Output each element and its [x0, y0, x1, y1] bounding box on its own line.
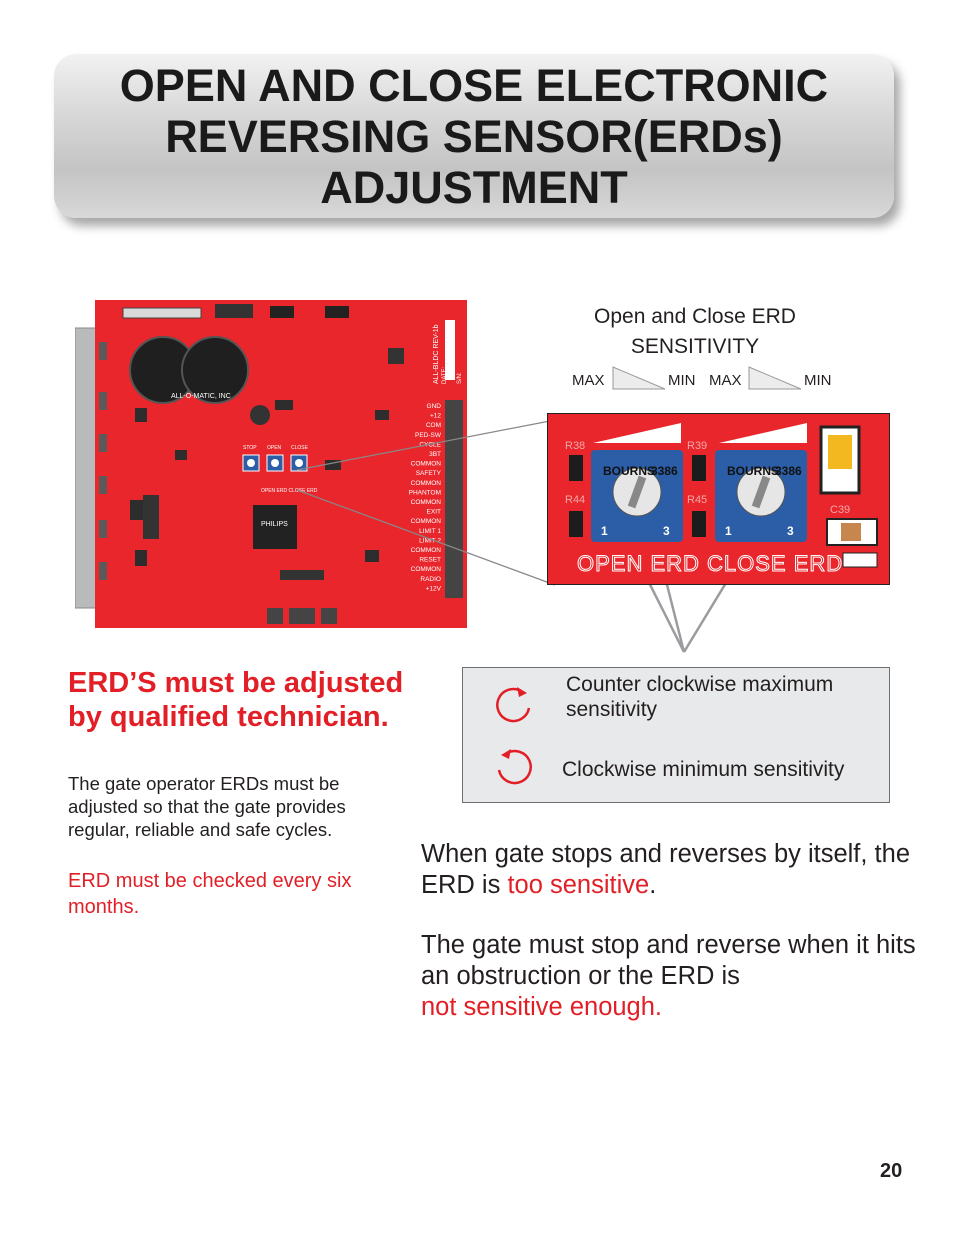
sensitivity-caption-line1: Open and Close ERD — [594, 305, 796, 328]
sensitivity-caption-line2: SENSITIVITY — [630, 335, 760, 358]
board-terminal-label: GND — [427, 403, 442, 410]
pot-brand-left: BOURNS — [603, 464, 655, 478]
board-chip-label: PHILIPS — [261, 521, 288, 528]
too-sensitive-emphasis: too sensitive — [507, 871, 650, 899]
board-terminal-label: COM — [426, 422, 441, 429]
pot-pin1-right: 1 — [725, 524, 732, 538]
qualified-technician-warning: ERD’S must be adjusted by qualified tech… — [68, 667, 404, 733]
board-terminal-label: RESET — [419, 557, 441, 564]
erd-adjustment-description: The gate operator ERDs must be adjusted … — [68, 773, 346, 840]
label-r45: R45 — [687, 494, 707, 506]
scale-min-right: MIN — [804, 372, 832, 389]
pot-pin3-left: 3 — [663, 524, 670, 538]
board-terminal-label: COMMON — [411, 518, 442, 525]
not-sensitive-emphasis: not sensitive enough. — [421, 993, 663, 1021]
board-terminal-label: CYCLE — [419, 441, 441, 448]
label-r39: R39 — [687, 440, 707, 452]
board-terminal-label: EXIT — [427, 509, 441, 516]
clockwise-legend-text: Clockwise minimum sensitivity — [562, 758, 845, 781]
scale-max-right: MAX — [709, 372, 742, 389]
not-sensitive-paragraph: The gate must stop and reverse when it h… — [421, 930, 916, 1023]
control-board-illustration: ALL-O-MATIC, INC ALL-BLDC REV-1b DATE: S… — [75, 300, 467, 628]
board-terminal-label: COMMON — [411, 566, 442, 573]
board-pot-label-open: OPEN — [267, 445, 282, 451]
board-terminal-label: COMMON — [411, 461, 442, 468]
board-terminal-label: 3BT — [429, 451, 441, 458]
pot-pin1-left: 1 — [601, 524, 608, 538]
title-banner: OPEN AND CLOSE ELECTRONIC REVERSING SENS… — [54, 54, 894, 218]
board-terminal-label: +12V — [426, 585, 442, 592]
too-sensitive-period: . — [649, 871, 657, 899]
counter-clockwise-arrow-icon — [496, 687, 531, 723]
page-title: OPEN AND CLOSE ELECTRONIC REVERSING SENS… — [119, 59, 829, 213]
sensitivity-wedge-right — [748, 366, 802, 390]
rotation-legend: Counter clockwise maximum sensitivity Cl… — [462, 667, 890, 803]
board-sn-label: S/N: — [457, 372, 463, 384]
scale-min-left: MIN — [668, 372, 696, 389]
board-terminal-label: RADIO — [420, 576, 441, 583]
too-sensitive-paragraph: When gate stops and reverses by itself, … — [421, 839, 921, 901]
label-r38: R38 — [565, 440, 585, 452]
pot-model-right: 3386 — [775, 464, 802, 478]
board-pot-label-stop: STOP — [243, 445, 257, 451]
not-sensitive-text: The gate must stop and reverse when it h… — [421, 931, 916, 990]
board-pot-label-close: CLOSE — [291, 445, 309, 451]
counter-clockwise-legend-text: Counter clockwise maximum sensitivity — [566, 673, 834, 721]
board-terminal-label: PED-SW — [415, 432, 442, 439]
too-sensitive-text: When gate stops and reverses by itself, … — [421, 840, 911, 899]
board-terminal-label: +12 — [430, 413, 441, 420]
board-brand: ALL-O-MATIC, INC — [171, 393, 231, 400]
check-interval-note: ERD must be checked every six months. — [68, 870, 352, 918]
board-terminal-label: LIMIT 1 — [419, 528, 441, 535]
board-terminal-label: PHANTOM — [409, 489, 441, 496]
zoom-caption: OPEN ERD CLOSE ERD — [577, 551, 843, 576]
page-number: 20 — [880, 1160, 903, 1182]
board-terminal-label: COMMON — [411, 547, 442, 554]
board-terminal-label: SAFETY — [416, 470, 442, 477]
board-pot-caption: OPEN ERD CLOSE ERD — [261, 488, 318, 494]
label-c39: C39 — [830, 504, 850, 516]
sensitivity-caption: Open and Close ERD SENSITIVITY — [560, 302, 830, 362]
board-terminal-label: COMMON — [411, 499, 442, 506]
scale-max-left: MAX — [572, 372, 605, 389]
board-terminal-label: LIMIT 2 — [419, 537, 441, 544]
pot-model-left: 3386 — [651, 464, 678, 478]
label-r44: R44 — [565, 494, 585, 506]
clockwise-arrow-icon — [497, 749, 532, 785]
board-terminal-label: COMMON — [411, 480, 442, 487]
pot-brand-right: BOURNS — [727, 464, 779, 478]
pot-pin3-right: 3 — [787, 524, 794, 538]
board-model: ALL-BLDC REV-1b — [433, 324, 440, 384]
sensitivity-scale: MAX MIN MAX MIN — [566, 365, 866, 393]
erd-potentiometer-closeup: R38 R39 R44 R45 C39 BOURNS 3386 BOURNS 3… — [547, 413, 890, 585]
sensitivity-wedge-left — [612, 366, 666, 390]
